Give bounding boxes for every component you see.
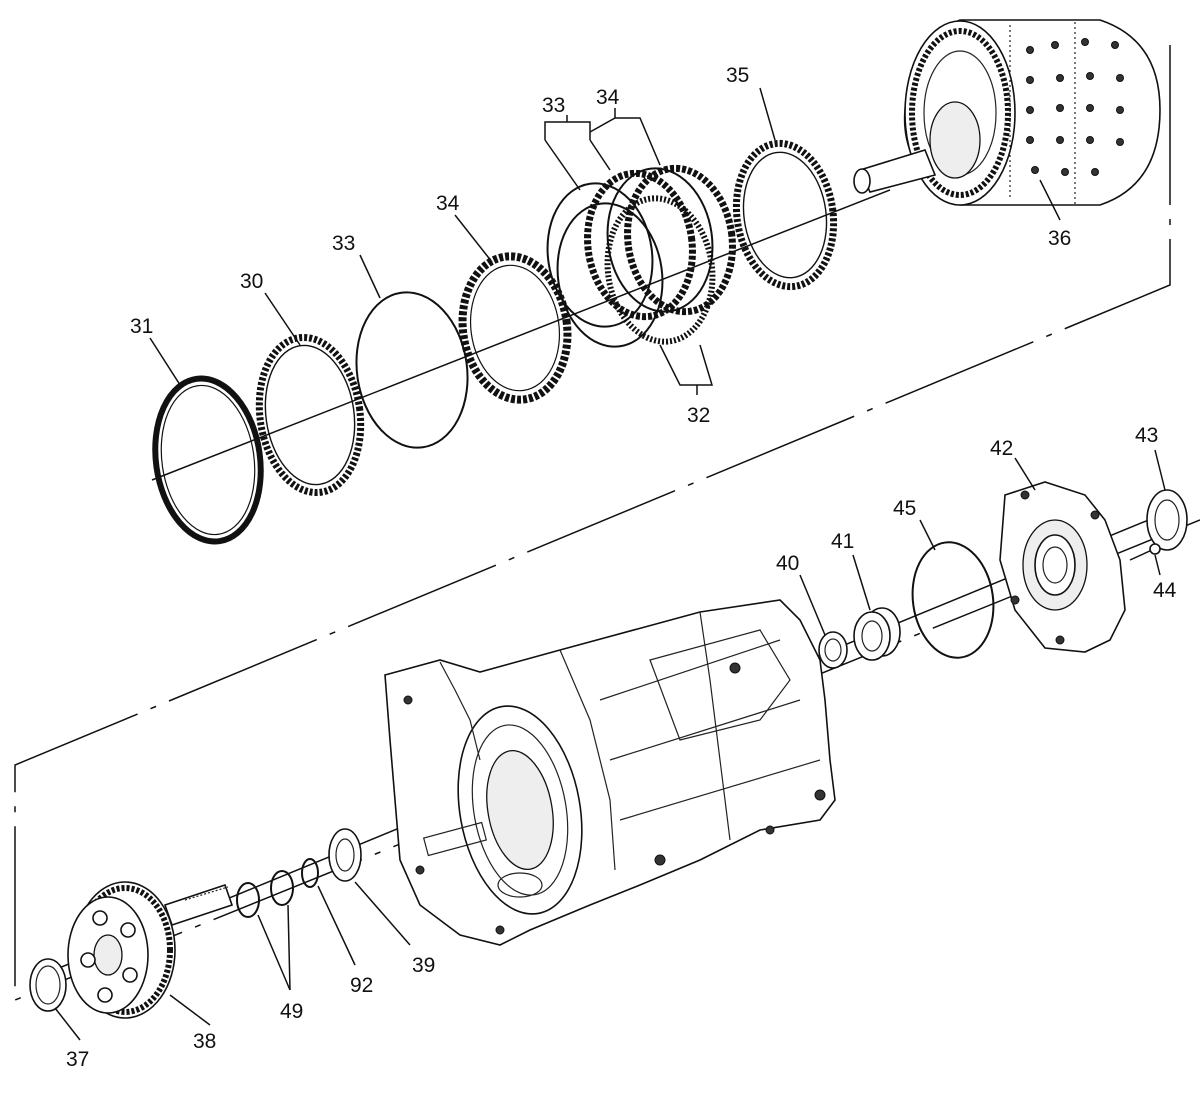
label-35: 35	[726, 64, 749, 87]
part-49-seal-rings	[236, 870, 294, 918]
part-35-clutch-plate	[732, 139, 838, 291]
label-40: 40	[776, 552, 799, 575]
label-45: 45	[893, 497, 916, 520]
label-49: 49	[280, 1000, 303, 1023]
label-37: 37	[66, 1048, 89, 1071]
label-34-group: 34	[596, 86, 620, 109]
part-39-seal	[328, 828, 362, 882]
part-38-output-carrier	[67, 881, 234, 1019]
label-44: 44	[1153, 579, 1177, 602]
label-41: 41	[831, 530, 854, 553]
label-30: 30	[240, 270, 263, 293]
part-37-snap-ring	[29, 958, 67, 1012]
part-43-seal	[1146, 489, 1188, 551]
part-44-bolt	[1129, 543, 1161, 561]
label-32: 32	[687, 404, 710, 427]
leader-lines	[54, 87, 1166, 1041]
label-34-single: 34	[436, 192, 460, 215]
transmission-case	[384, 599, 836, 946]
part-92-ring	[301, 858, 319, 888]
part-36-clutch-drum	[853, 19, 1161, 206]
part-34-friction-plate	[458, 252, 572, 404]
part-33-thin-ring	[355, 291, 469, 449]
part-40-seal	[818, 631, 848, 669]
part-32-plate-stack	[546, 164, 736, 348]
label-38: 38	[193, 1030, 216, 1053]
part-30-clutch-plate	[255, 333, 365, 497]
label-43: 43	[1135, 424, 1158, 447]
part-31-clutch-plate	[152, 375, 264, 545]
part-41-bearing	[853, 607, 901, 661]
label-92: 92	[350, 974, 373, 997]
label-39: 39	[412, 954, 435, 977]
label-31: 31	[130, 315, 153, 338]
label-33-group: 33	[542, 94, 565, 117]
drum-holes	[1026, 38, 1124, 176]
label-42: 42	[990, 437, 1013, 460]
part-45-o-ring	[911, 541, 995, 659]
label-33-single: 33	[332, 232, 355, 255]
label-36: 36	[1048, 227, 1071, 250]
part-42-extension-housing	[999, 481, 1126, 653]
top-axis-line	[151, 189, 891, 481]
callout-labels: 31 30 33 34 33 34 35 36 32 40 41 45 42 4…	[66, 64, 1177, 1071]
